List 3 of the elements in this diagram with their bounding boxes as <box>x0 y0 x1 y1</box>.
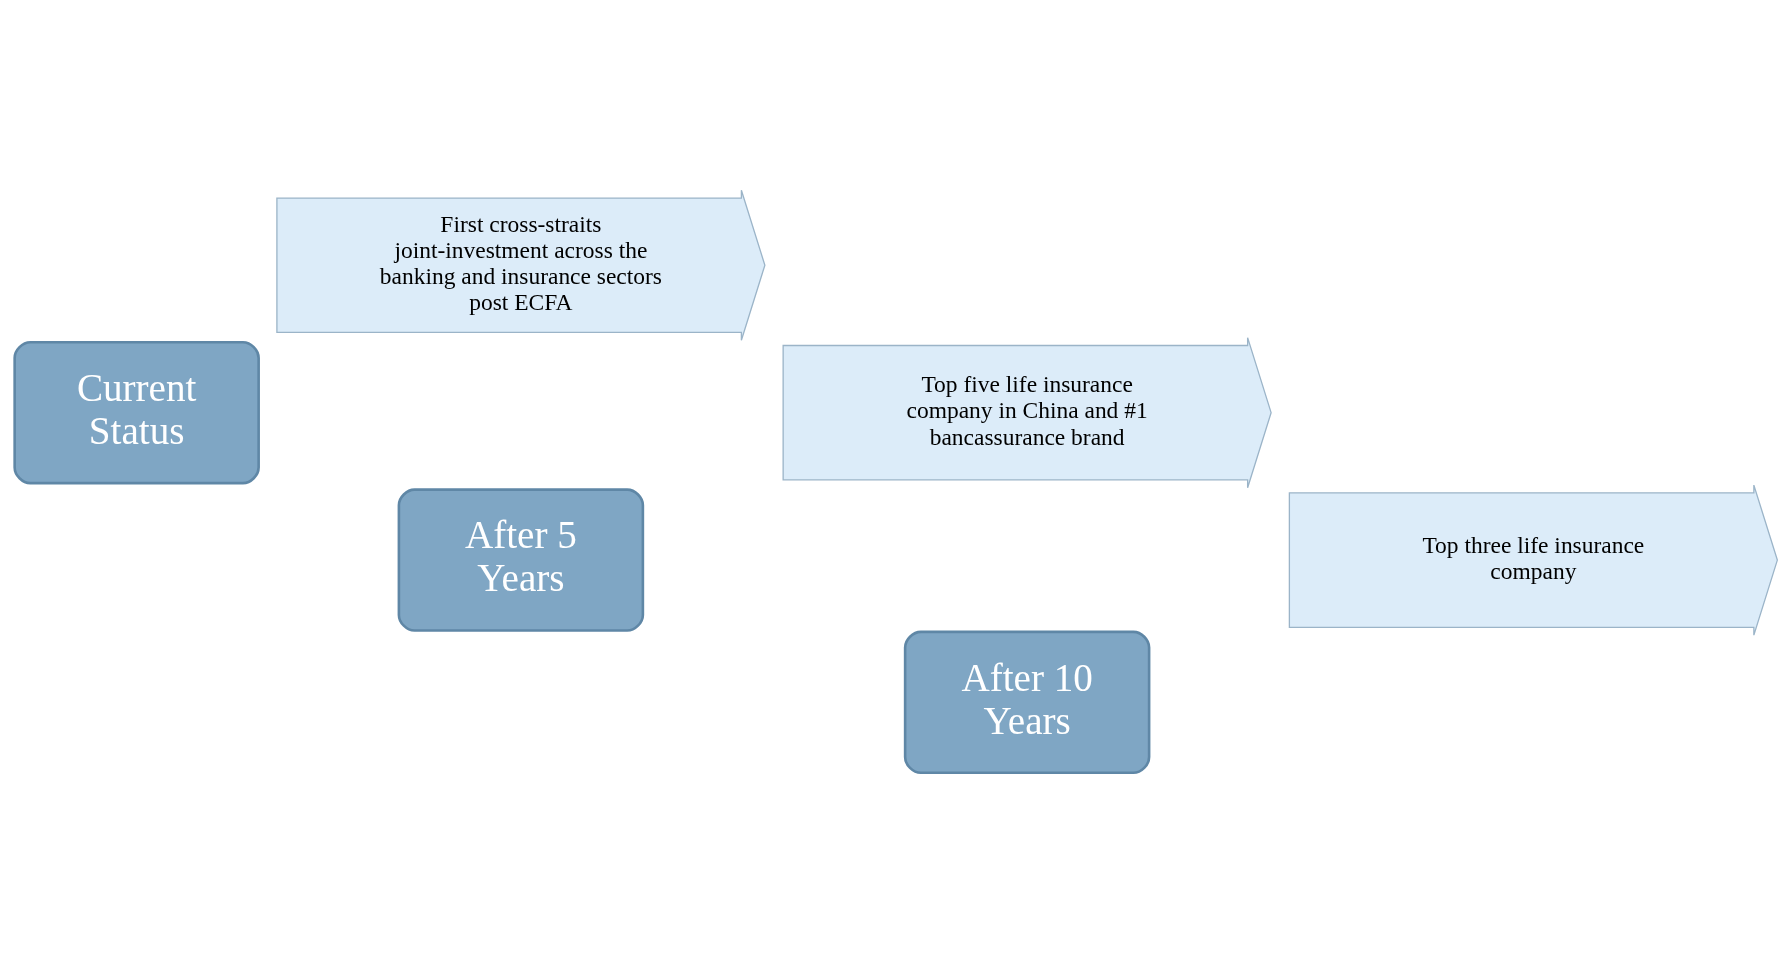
node-box: After 10 Years <box>903 630 1151 774</box>
node-box: Current Status <box>13 340 260 484</box>
node-box: After 5 Years <box>397 487 645 632</box>
